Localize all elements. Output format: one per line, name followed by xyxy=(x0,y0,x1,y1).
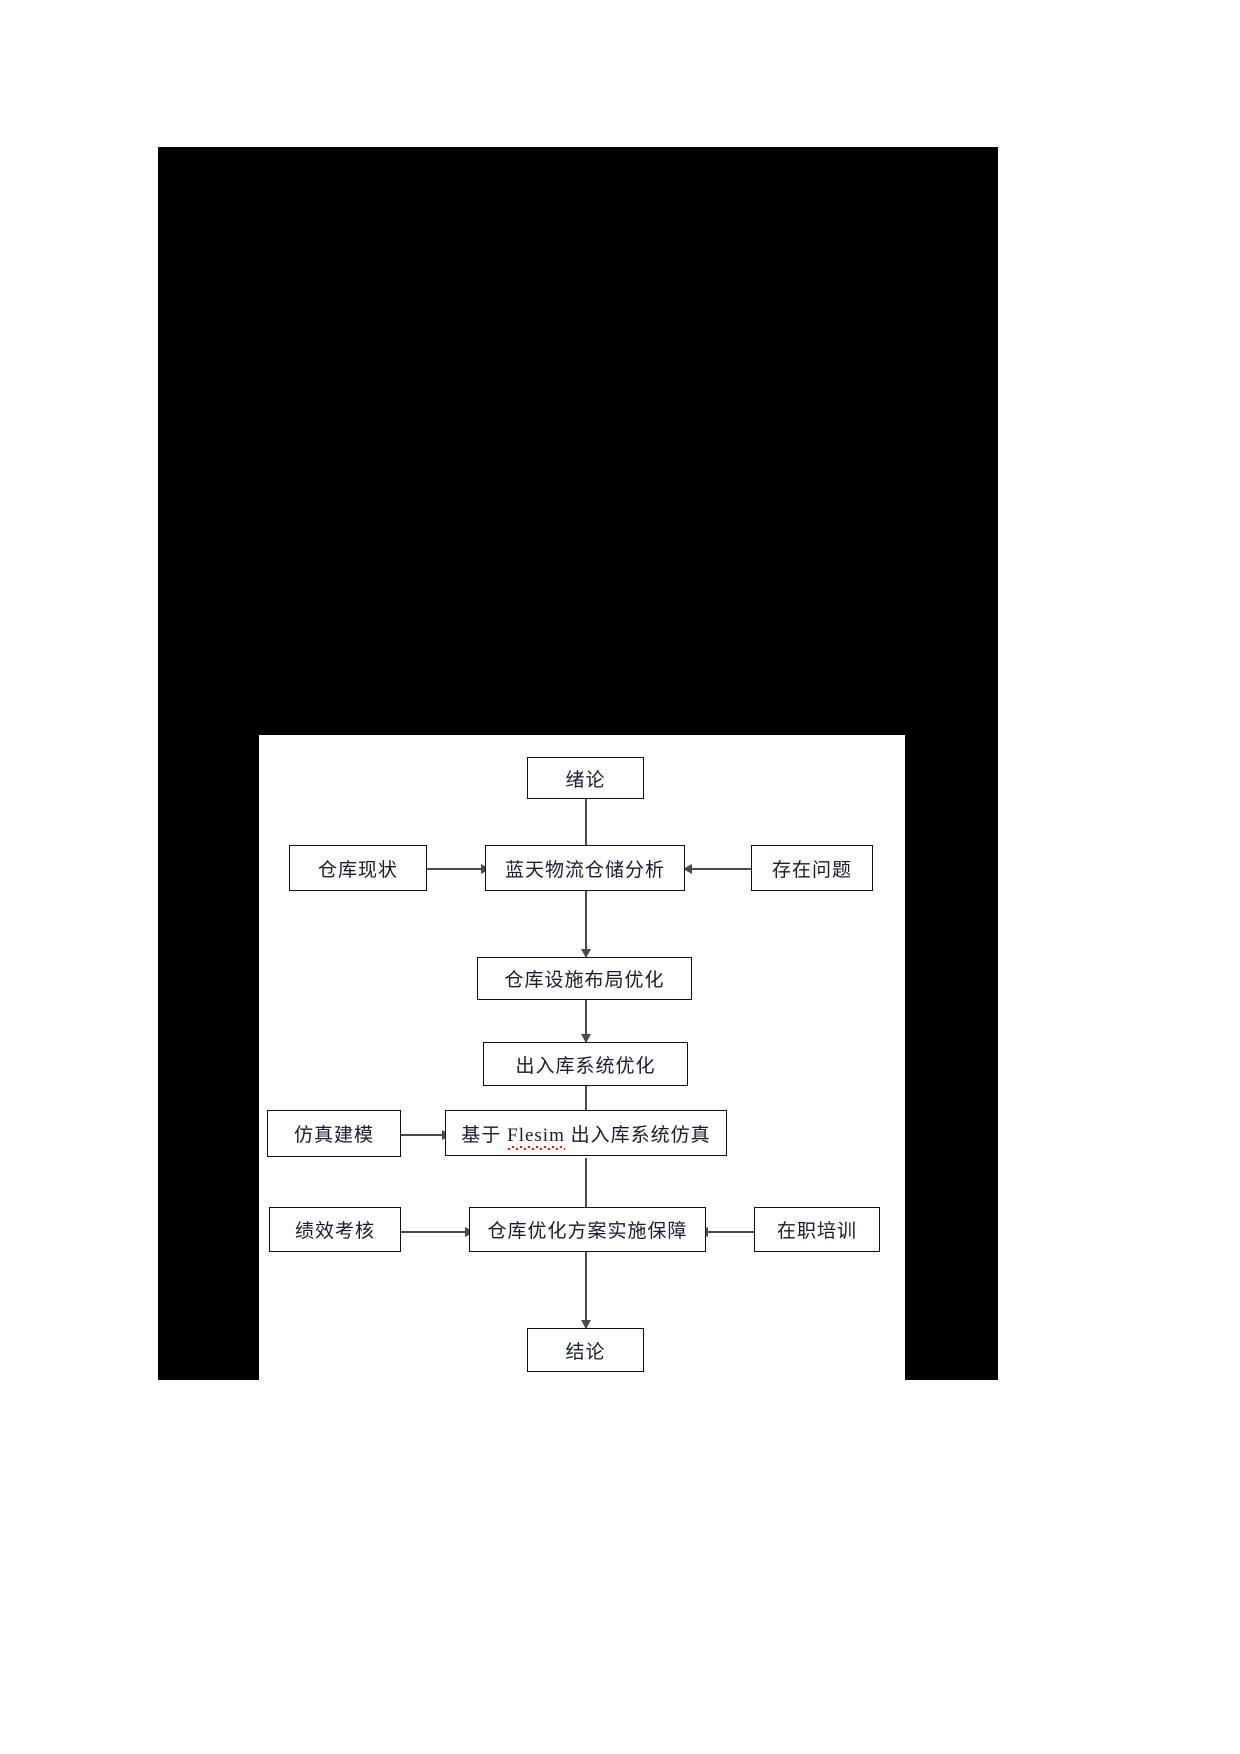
node-on-job-training-label: 在职培训 xyxy=(776,1221,857,1242)
node-existing-problems-label: 存在问题 xyxy=(771,859,852,881)
arrowhead-analysis-to-layout xyxy=(581,949,591,958)
flowchart-canvas: 绪论 仓库现状 蓝天物流仓储分析 存在问题 仓库设施布局优化 出入库系统优化 仿… xyxy=(259,735,905,1380)
node-inout-system-label: 出入库系统优化 xyxy=(515,1055,656,1077)
connector-intro-to-analysis xyxy=(585,799,587,871)
arrowhead-problems-to-analysis xyxy=(683,864,692,874)
node-intro-label: 绪论 xyxy=(565,769,606,791)
node-warehouse-status-label: 仓库现状 xyxy=(317,859,398,881)
node-performance-review-label: 绩效考核 xyxy=(294,1221,375,1242)
node-facility-layout-label: 仓库设施布局优化 xyxy=(504,970,665,991)
redacted-region-right xyxy=(905,735,998,1380)
node-conclusion-label: 结论 xyxy=(565,1341,606,1363)
node-intro[interactable]: 绪论 xyxy=(527,757,644,799)
connector-training-to-implementation xyxy=(706,1231,754,1233)
node-facility-layout[interactable]: 仓库设施布局优化 xyxy=(477,957,692,1000)
node-warehouse-status[interactable]: 仓库现状 xyxy=(289,845,427,891)
node-existing-problems[interactable]: 存在问题 xyxy=(751,845,873,891)
node-flexsim-simulation[interactable]: 基于 Flesim 出入库系统仿真 xyxy=(445,1110,727,1156)
node-on-job-training[interactable]: 在职培训 xyxy=(754,1207,880,1252)
node-lantian-analysis-label: 蓝天物流仓储分析 xyxy=(504,859,665,881)
connector-problems-to-analysis xyxy=(691,868,751,870)
connector-implementation-to-conclusion xyxy=(585,1252,587,1328)
connector-analysis-to-layout xyxy=(585,891,587,957)
flexsim-label-part-3: 出入库系统仿真 xyxy=(564,1124,711,1146)
connector-performance-to-implementation xyxy=(401,1231,469,1233)
connector-layout-to-inout xyxy=(585,979,587,1042)
node-inout-system[interactable]: 出入库系统优化 xyxy=(483,1042,688,1086)
node-flexsim-simulation-label: 基于 Flesim 出入库系统仿真 xyxy=(461,1120,710,1147)
node-implementation[interactable]: 仓库优化方案实施保障 xyxy=(469,1207,706,1252)
node-performance-review[interactable]: 绩效考核 xyxy=(269,1207,401,1252)
flexsim-label-misspelled-term: Flesim xyxy=(507,1124,565,1146)
redacted-region-left xyxy=(158,735,259,1380)
node-sim-modeling[interactable]: 仿真建模 xyxy=(267,1110,401,1157)
redacted-region-top xyxy=(158,147,998,735)
connector-flexsim-to-implementation xyxy=(585,1158,587,1220)
flexsim-label-part-1: 基于 xyxy=(461,1124,508,1146)
node-conclusion[interactable]: 结论 xyxy=(527,1328,644,1372)
connector-simmodel-to-flexsim xyxy=(400,1134,445,1136)
node-sim-modeling-label: 仿真建模 xyxy=(293,1125,374,1146)
node-implementation-label: 仓库优化方案实施保障 xyxy=(487,1221,688,1242)
node-lantian-analysis[interactable]: 蓝天物流仓储分析 xyxy=(485,845,685,891)
connector-status-to-analysis xyxy=(426,868,483,870)
arrowhead-implementation-to-conclusion xyxy=(581,1320,591,1329)
arrowhead-layout-to-inout xyxy=(581,1034,591,1043)
connector-inout-to-flexsim xyxy=(585,1066,587,1130)
